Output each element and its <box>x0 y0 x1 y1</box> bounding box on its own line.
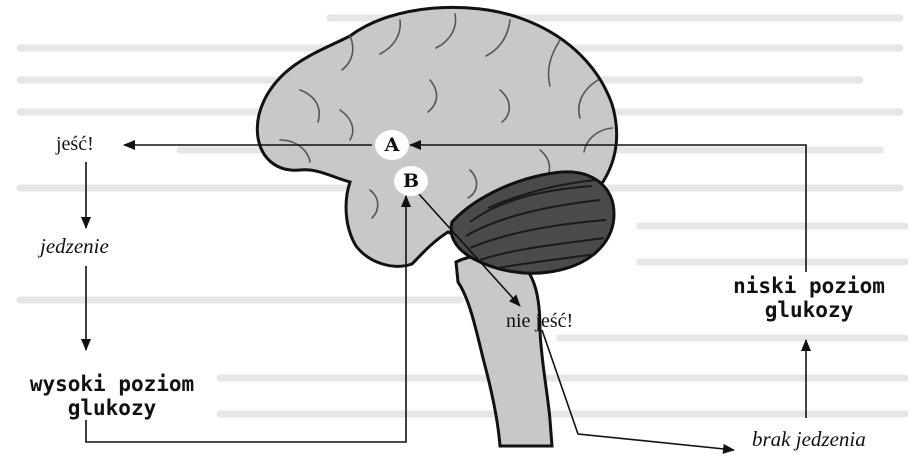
label-high-glucose: wysoki poziom glukozy <box>8 372 216 420</box>
label-dont-eat: nie jeść! <box>506 310 573 333</box>
brain-stem <box>456 255 552 446</box>
label-eat: jeść! <box>56 133 94 156</box>
arrow-dont-eat-to-no-food <box>542 330 734 450</box>
label-no-food: brak jedzenia <box>752 427 866 451</box>
node-b: B <box>394 166 428 196</box>
label-food: jedzenie <box>40 234 109 258</box>
label-low-glucose: niski poziom glukozy <box>714 274 904 322</box>
node-a: A <box>375 130 409 160</box>
